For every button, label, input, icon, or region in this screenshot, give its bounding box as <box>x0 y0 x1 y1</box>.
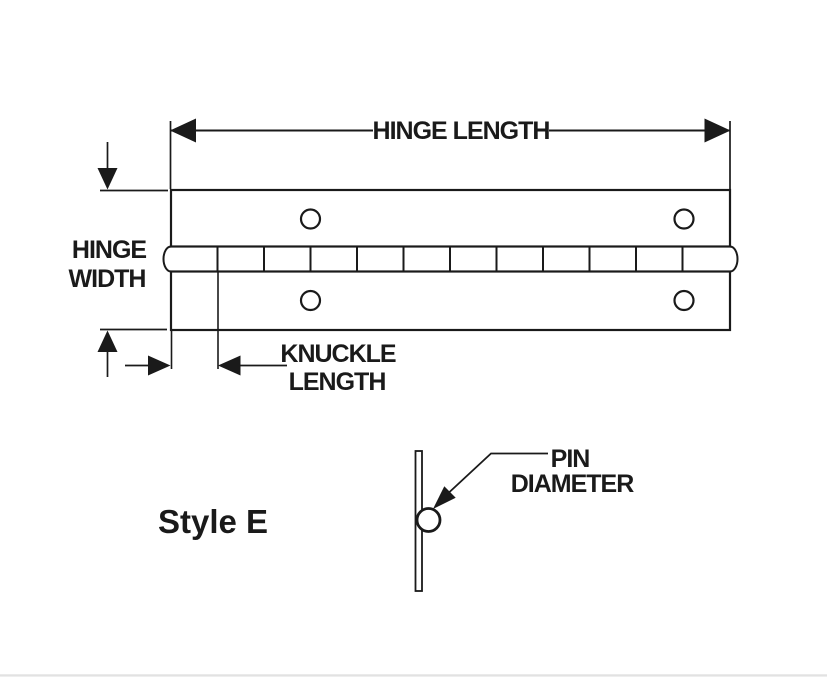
arrowhead-left-icon <box>170 118 196 143</box>
arrowhead-right-icon <box>148 355 171 376</box>
knuckle-length-label-line1: KNUCKLE <box>280 340 396 368</box>
hinge-bottom-leaf <box>169 270 732 332</box>
arrowhead-up-icon <box>97 330 118 352</box>
knuckle-end-cap-left <box>162 245 172 273</box>
hinge-width-label-line1: HINGE <box>72 236 147 264</box>
pin-side-view: PIN DIAMETER <box>414 445 635 592</box>
hinge-length-dimension: HINGE LENGTH <box>169 117 731 189</box>
footer-rule-light <box>0 675 827 677</box>
arrowhead-down-icon <box>97 168 118 190</box>
leader-line <box>448 452 548 494</box>
hinge-top-leaf <box>169 188 732 248</box>
screw-hole <box>673 289 695 312</box>
footer-rule <box>0 674 827 676</box>
arrowhead-left-icon <box>218 355 241 376</box>
knuckle-strip <box>216 246 684 272</box>
screw-hole <box>299 289 322 312</box>
hinge-width-label-line2: WIDTH <box>69 265 146 293</box>
screw-hole <box>673 208 695 230</box>
pin-circle <box>415 507 442 533</box>
pin-diameter-label-line2: DIAMETER <box>511 470 635 498</box>
knuckle-length-label-line2: LENGTH <box>289 368 386 396</box>
hinge-length-label: HINGE LENGTH <box>373 117 550 145</box>
leader-arrowhead-icon <box>433 486 456 509</box>
pin-diameter-label-line1: PIN <box>551 445 590 473</box>
hinge-front-view <box>162 188 739 332</box>
label-backing <box>373 118 549 143</box>
hinge-width-dimension: HINGE WIDTH <box>69 142 168 377</box>
knuckle-length-dimension: KNUCKLE LENGTH <box>125 272 397 396</box>
knuckle-end-cap-right <box>729 245 739 273</box>
screw-hole <box>299 208 322 230</box>
style-title: Style E <box>158 503 268 540</box>
arrowhead-right-icon <box>704 118 731 143</box>
